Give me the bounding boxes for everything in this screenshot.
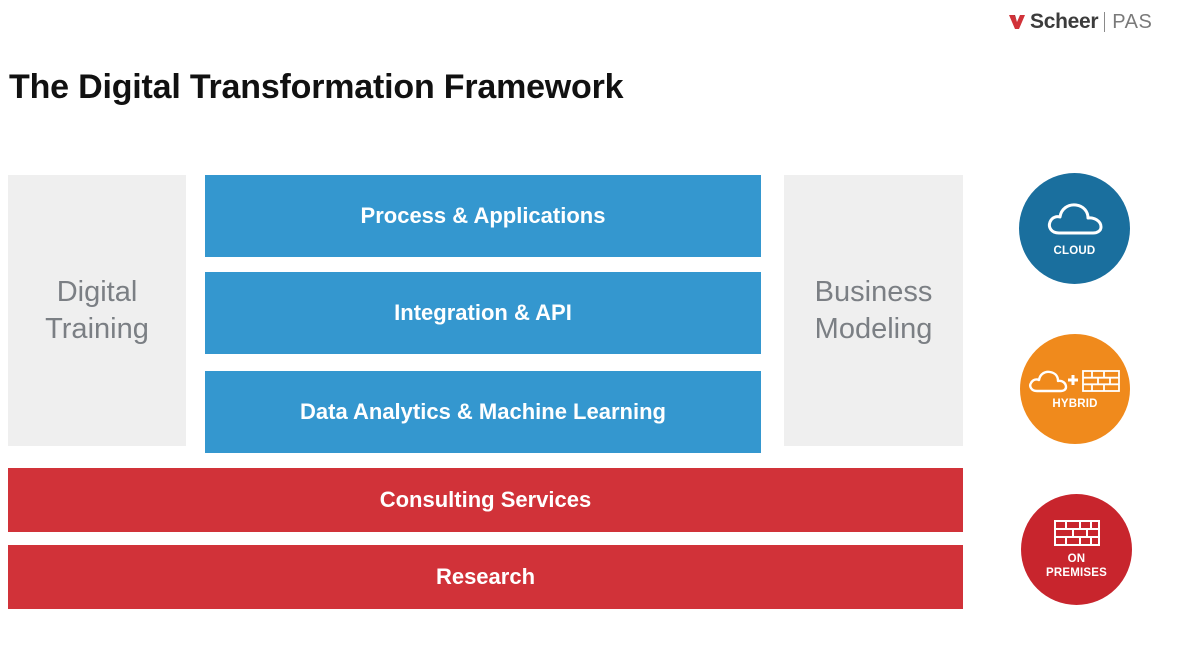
layer-label: Integration & API	[394, 300, 572, 325]
foundation-consulting-services: Consulting Services	[8, 468, 963, 532]
cloud-plus-firewall-icon	[1029, 370, 1120, 393]
pillar-digital-training: Digital Training	[8, 175, 186, 446]
logo-wordmark: Scheer	[1030, 10, 1099, 33]
layer-process-applications: Process & Applications	[205, 175, 761, 257]
layer-label: Data Analytics & Machine Learning	[300, 399, 666, 424]
deployment-cloud: CLOUD	[1019, 173, 1130, 284]
foundation-label: Research	[435, 564, 536, 589]
foundation-research: Research	[8, 545, 963, 609]
foundation-label: Consulting Services	[379, 487, 592, 512]
deployment-label: CLOUD	[1053, 244, 1096, 257]
pillar-business-modeling: Business Modeling	[784, 175, 963, 446]
deployment-on-premises: ON PREMISES	[1021, 494, 1132, 605]
firewall-icon	[1053, 520, 1100, 546]
layer-data-analytics: Data Analytics & Machine Learning	[205, 371, 761, 453]
layer-label: Process & Applications	[360, 203, 606, 228]
logo-subbrand: PAS	[1112, 10, 1153, 33]
pillar-label: Digital Training	[45, 275, 149, 345]
deployment-label: ON PREMISES	[1045, 553, 1108, 579]
cloud-icon	[1047, 202, 1102, 234]
logo-divider	[1104, 12, 1106, 32]
pillar-label: Business Modeling	[814, 275, 933, 345]
layer-integration-api: Integration & API	[205, 272, 761, 354]
company-logo: Scheer PAS	[1008, 8, 1178, 36]
deployment-hybrid: HYBRID	[1020, 334, 1130, 444]
deployment-label: HYBRID	[1052, 398, 1098, 410]
page-title: The Digital Transformation Framework	[9, 68, 624, 106]
scheer-logo-mark-icon	[1009, 15, 1025, 29]
